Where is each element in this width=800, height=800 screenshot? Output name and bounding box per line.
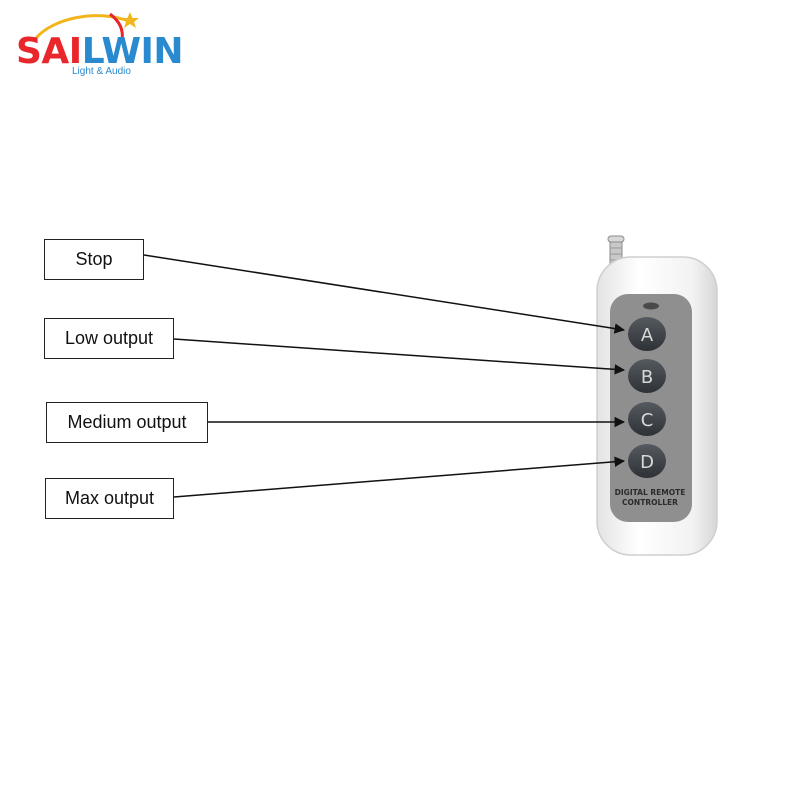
logo-wordmark-blue: LWIN xyxy=(81,31,184,72)
arrow-max-to-d xyxy=(173,456,626,498)
button-a-label: A xyxy=(641,325,654,346)
remote-body xyxy=(596,256,718,556)
logo-tagline: Light & Audio xyxy=(72,66,131,77)
label-stop: Stop xyxy=(44,239,144,280)
label-max-output: Max output xyxy=(45,478,174,519)
remote-panel xyxy=(610,294,692,522)
arrow-stop-to-a xyxy=(143,254,626,334)
logo-wordmark-red: SAI xyxy=(16,31,82,72)
remote-caption-line2: CONTROLLER xyxy=(622,498,678,507)
remote-button-d[interactable]: D xyxy=(628,444,666,478)
label-low-output: Low output xyxy=(44,318,174,359)
remote-caption-line1: DIGITAL REMOTE xyxy=(615,488,686,497)
star-icon xyxy=(121,12,139,28)
remote-button-c[interactable]: C xyxy=(628,402,666,436)
antenna xyxy=(607,235,625,267)
button-b-label: B xyxy=(641,367,653,388)
arrow-low-to-b xyxy=(173,338,626,375)
logo-wordmark: SAILWIN xyxy=(16,31,184,72)
button-c-label: C xyxy=(641,410,654,431)
led-indicator xyxy=(643,302,659,310)
sailwin-logo: SAILWIN Light & Audio xyxy=(14,10,184,80)
logo-swoosh xyxy=(34,12,139,41)
remote-button-a[interactable]: A xyxy=(628,317,666,351)
label-medium-output: Medium output xyxy=(46,402,208,443)
remote-button-b[interactable]: B xyxy=(628,359,666,393)
button-d-label: D xyxy=(640,452,654,473)
